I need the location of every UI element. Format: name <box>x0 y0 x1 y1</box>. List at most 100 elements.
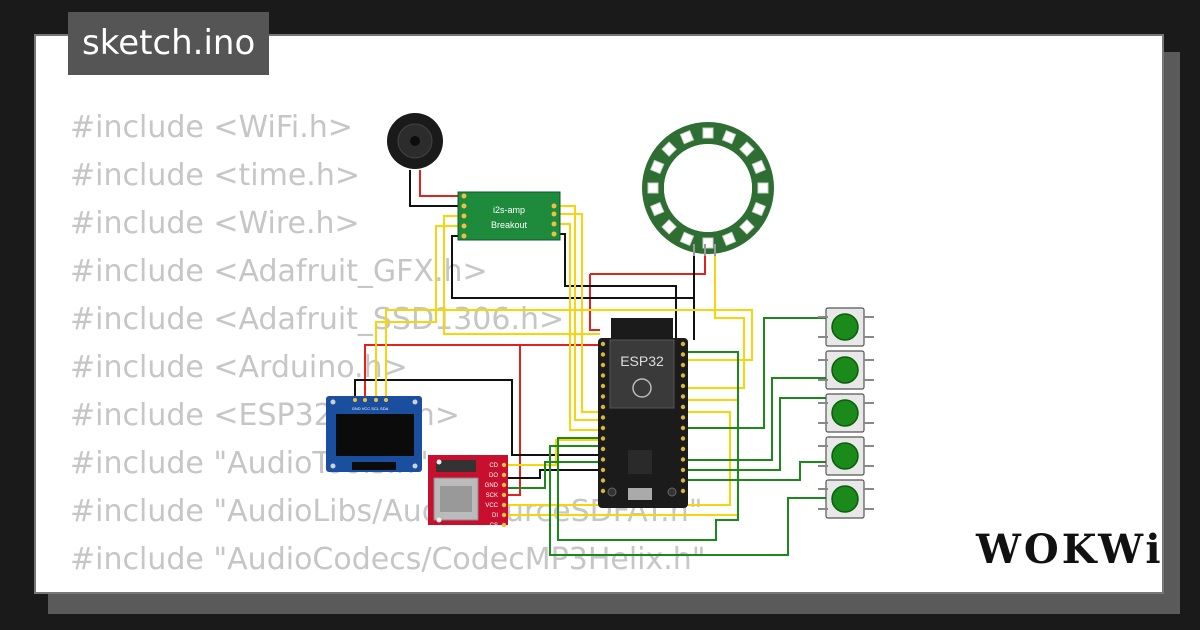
neopixel-led <box>661 141 677 157</box>
i2s-amp-breakout: i2s-amp Breakout <box>457 191 561 241</box>
push-button <box>818 350 874 390</box>
code-background: #include <WiFi.h> #include <time.h> #inc… <box>70 104 706 584</box>
espressif-logo-icon <box>632 378 652 398</box>
wire-black <box>451 235 695 299</box>
wire-yellow <box>557 205 600 421</box>
neopixel-led <box>757 182 769 194</box>
neopixel-led <box>751 159 766 175</box>
ring-leds <box>647 127 769 249</box>
wire-yellow <box>506 439 600 466</box>
esp32-pin <box>600 352 606 357</box>
neopixel-led <box>650 159 665 175</box>
neopixel-led <box>751 201 766 217</box>
esp32-pin <box>680 394 686 399</box>
amp-subtitle: Breakout <box>491 220 528 230</box>
wire-green <box>684 317 830 429</box>
wokwi-logo: WOKWi <box>976 526 1164 573</box>
code-line: #include <WiFi.h> <box>70 110 353 145</box>
wire-yellow <box>443 215 600 335</box>
sd-pin <box>501 482 507 488</box>
sd-pin <box>501 472 507 478</box>
esp32-pin <box>600 362 606 368</box>
filename-tab: sketch.ino <box>68 12 270 75</box>
neopixel-led <box>739 219 755 235</box>
esp32-pin <box>600 415 606 420</box>
push-button <box>818 393 874 433</box>
sd-pin-label: DO <box>489 473 498 479</box>
sd-pin-label: CS <box>490 523 498 529</box>
esp32-pin <box>600 488 606 494</box>
esp32-pin <box>680 488 686 494</box>
esp32-pin <box>600 457 606 462</box>
wire-yellow <box>684 252 745 389</box>
code-line: #include <Adafruit_SSD1306.h> <box>70 302 565 337</box>
esp32-pin <box>680 446 686 452</box>
neopixel-led <box>721 130 737 145</box>
neopixel-led <box>739 141 755 157</box>
wire-green <box>684 397 830 471</box>
code-line: #include <Wire.h> <box>70 206 360 241</box>
push-button <box>818 307 874 347</box>
esp32-pin <box>680 467 686 473</box>
wire-black <box>409 170 462 207</box>
esp32-pin <box>680 415 686 420</box>
neopixel-ring <box>642 122 774 256</box>
push-buttons <box>818 307 874 519</box>
push-button <box>818 436 874 476</box>
esp32-label: ESP32 <box>620 353 664 369</box>
esp32-pin <box>680 478 686 483</box>
esp32-pin <box>680 436 686 441</box>
code-line: #include "AudioLibs/AudioSourceSDFAT.h" <box>70 494 703 529</box>
neopixel-led <box>661 219 677 235</box>
sd-pin-label: DI <box>492 513 498 519</box>
neopixel-led <box>702 127 714 139</box>
wire-green <box>684 377 830 461</box>
esp32-pin <box>600 373 606 378</box>
sd-pin <box>501 492 507 498</box>
wire-red <box>589 274 600 331</box>
esp32-pin <box>600 478 606 483</box>
wire-green <box>557 351 739 541</box>
esp32-pin <box>680 383 686 389</box>
esp32-pin <box>600 436 606 441</box>
esp32-pin <box>600 425 606 431</box>
neopixel-led <box>647 182 659 194</box>
code-line: #include "AudioCodecs/CodecMP3Helix.h" <box>70 542 706 577</box>
code-line: #include <Arduino.h> <box>70 350 408 385</box>
wire-yellow <box>385 309 753 400</box>
esp32-pin <box>600 404 606 410</box>
esp32-pin <box>600 467 606 473</box>
wire-yellow <box>375 225 462 400</box>
wire-green <box>684 461 830 481</box>
wire-black <box>506 469 600 479</box>
wire-red <box>419 170 462 197</box>
esp32-pin <box>680 341 686 347</box>
esp32-pin <box>680 457 686 462</box>
wire-yellow <box>557 213 600 413</box>
wires <box>354 170 830 556</box>
esp32-pin <box>680 352 686 357</box>
esp32-pin <box>600 341 606 347</box>
wire-black <box>557 233 677 340</box>
wire-red <box>590 252 706 275</box>
neopixel-led <box>679 231 695 246</box>
esp32-pins <box>600 341 686 494</box>
esp32-pin <box>600 446 606 452</box>
neopixel-led <box>721 231 737 246</box>
esp32-pin <box>680 425 686 431</box>
wire-green <box>506 461 600 489</box>
neopixel-led <box>679 130 695 145</box>
code-line: #include <time.h> <box>70 158 360 193</box>
push-button <box>818 479 874 519</box>
esp32-pin <box>600 383 606 389</box>
sd-pin <box>501 502 507 508</box>
esp32-board: ESP32 <box>598 318 688 508</box>
oled-display: GND VCC SCL SDA <box>326 396 422 472</box>
code-line: #include <Adafruit_GFX.h> <box>70 254 488 289</box>
sd-pin-label: CD <box>489 463 498 469</box>
sd-pin-label: GND <box>485 483 499 489</box>
esp32-pin <box>680 404 686 410</box>
